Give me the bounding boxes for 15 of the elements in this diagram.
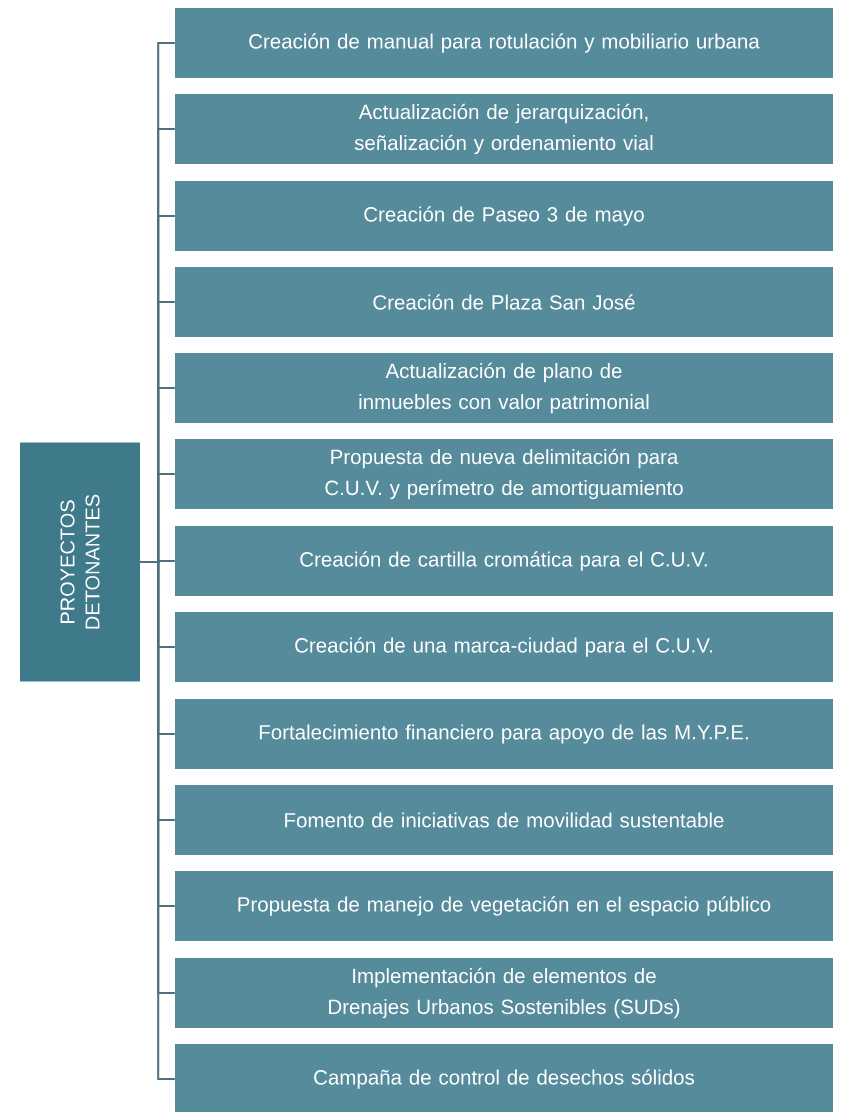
project-box: Creación de una marca-ciudad para el C.U.V. xyxy=(175,612,833,682)
project-box: Actualización de plano de inmuebles con valor patrimonial xyxy=(175,353,833,423)
project-box: Propuesta de nueva delimitación para C.U.V. y perímetro de amortiguamiento xyxy=(175,439,833,509)
project-box: Actualización de jerarquización, señalización y ordenamiento vial xyxy=(175,94,833,164)
project-box: Creación de manual para rotulación y mobiliario urbana xyxy=(175,8,833,78)
project-box: Implementación de elementos de Drenajes Urbanos Sostenibles (SUDs) xyxy=(175,958,833,1028)
project-box: Creación de Paseo 3 de mayo xyxy=(175,181,833,251)
project-box: Creación de Plaza San José xyxy=(175,267,833,337)
project-box: Campaña de control de desechos sólidos xyxy=(175,1044,833,1112)
category-box: PROYECTOS DETONANTES xyxy=(20,442,140,682)
project-box: Creación de cartilla cromática para el C.U.V. xyxy=(175,526,833,596)
project-box: Fortalecimiento financiero para apoyo de las M.Y.P.E. xyxy=(175,699,833,769)
project-box: Fomento de iniciativas de movilidad sustentable xyxy=(175,785,833,855)
connector-line xyxy=(139,561,176,1080)
project-box: Propuesta de manejo de vegetación en el espacio público xyxy=(175,871,833,941)
